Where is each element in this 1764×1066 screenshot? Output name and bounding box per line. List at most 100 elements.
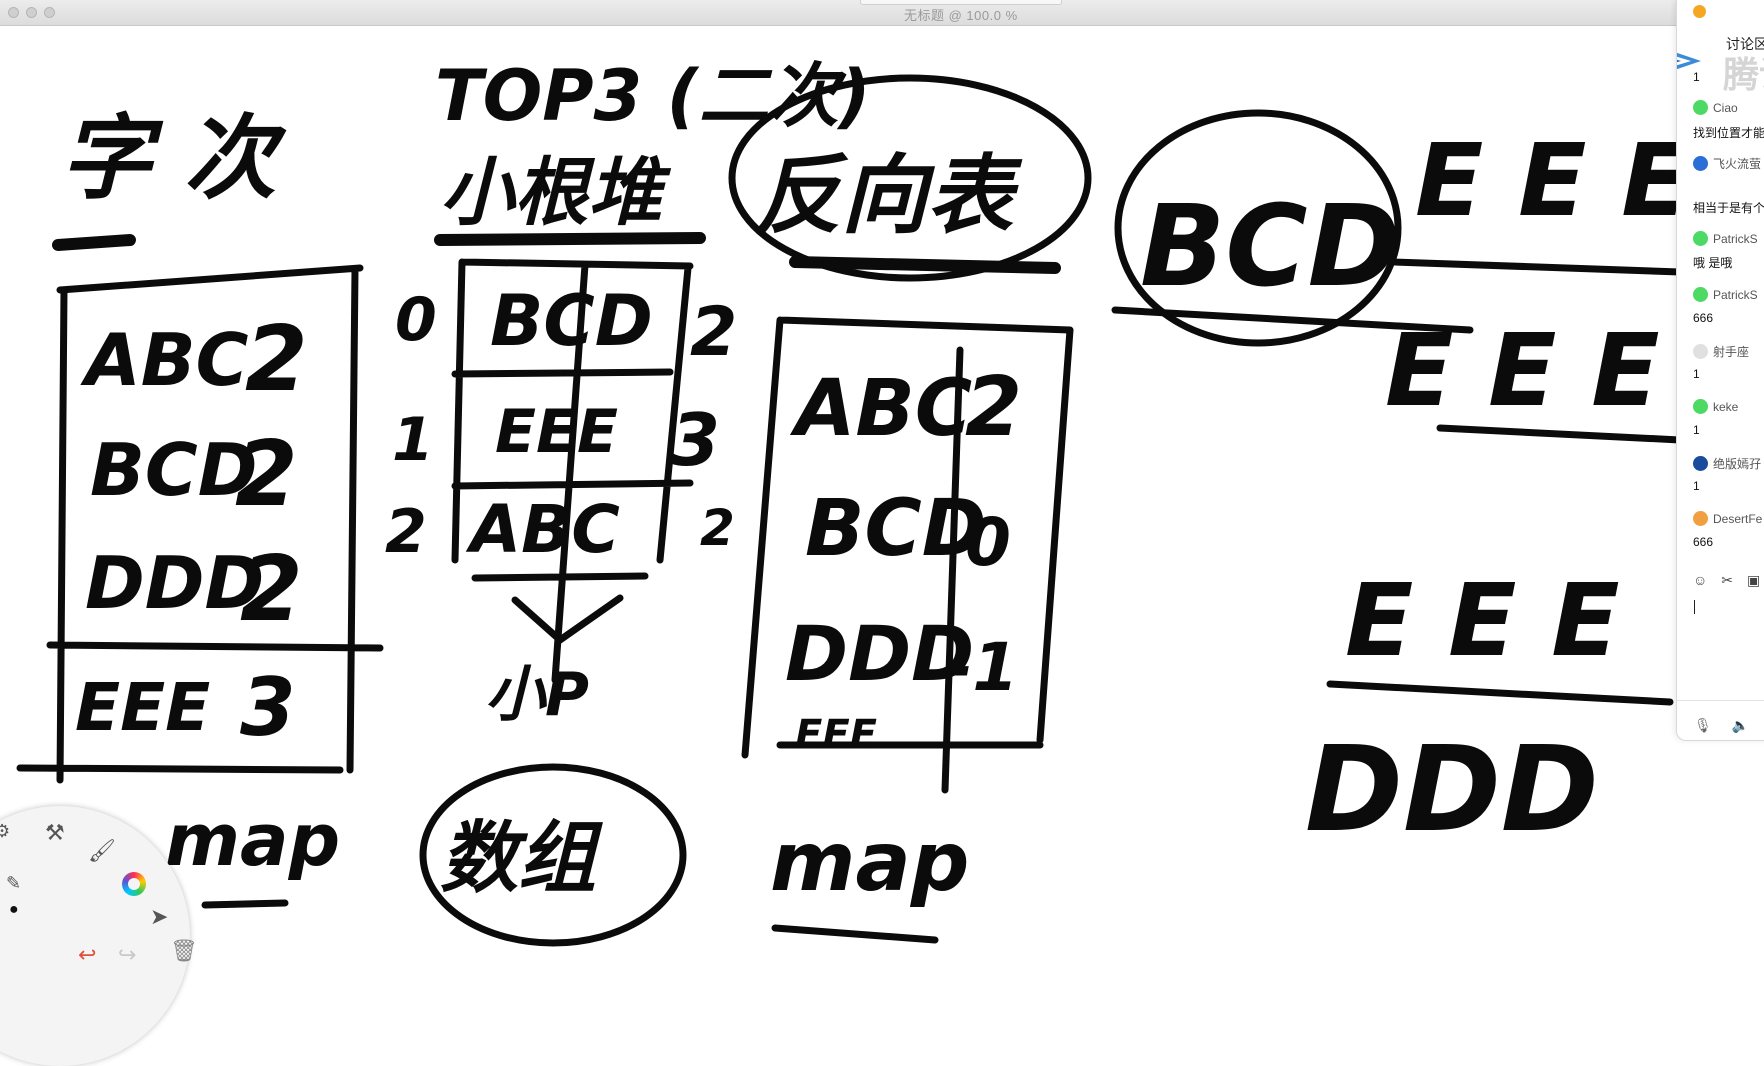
title-bar: 无标题 @ 100.0 % [0,0,1764,26]
message-input[interactable] [1694,600,1695,614]
col2-subheading-underline [434,232,706,246]
col2-arrow-label: 小P [485,660,589,730]
brush-icon[interactable]: 🖌 [88,838,116,863]
col3-row3-key: DDD [785,609,974,698]
col1-footer-underline [201,899,289,909]
col1-heading-underline [52,234,136,251]
settings-icon[interactable]: ⚙ [0,821,11,841]
right-eee-mid-line [1436,424,1680,444]
col3-row2-count: 0 [965,504,1011,581]
col2-index-0: 0 [395,285,437,355]
message-text: 666 [1693,311,1714,325]
discussion-panel: 讨论区 腾讯 1 Ciao 找到位置才能 飞火流萤 相当于是有个 Patrick… [1676,0,1764,741]
message-user: keke [1693,399,1738,414]
col3-row2-key: BCD [805,484,986,574]
col2-index-1: 1 [392,405,434,475]
whiteboard-canvas[interactable]: 字 次 ABC 2 BCD 2 DDD 2 EEE 3 map TOP3 (二次… [0,26,1764,974]
emoji-icon[interactable]: ☺ [1693,572,1708,588]
col3-heading-circle [728,74,1092,282]
col2-row1-key: BCD [490,280,653,362]
right-fraction-line [1326,680,1674,706]
tencent-classroom-logo-icon [1677,52,1701,70]
message-text: 1 [1693,479,1700,493]
right-eee-top: E E E [1415,122,1680,239]
col3-row1-key: ABC [789,364,972,454]
col2-row1-count: 2 [690,293,737,372]
window-title: 无标题 @ 100.0 % [904,8,1018,23]
panel-brand: 腾讯 [1723,54,1764,95]
message-user: 飞火流萤 [1693,155,1761,172]
message-user: Ciao [1693,100,1738,115]
message-user: 绝版嫣孖 [1693,455,1761,472]
zoom-window-button[interactable] [44,7,55,18]
right-ddd: DDD [1305,720,1599,858]
col2-row2-key: EEE [495,397,618,467]
col1-row4-key: EEE [75,669,210,746]
col3-heading: 反向表 [755,146,1023,246]
col1-row3-key: DDD [85,541,264,625]
col2-heading: TOP3 (二次) [435,55,871,137]
divider [1677,700,1764,701]
avatar [1693,156,1708,171]
pen-icon[interactable]: ✎ [6,873,22,893]
message-user: PatrickS [1693,231,1758,246]
scissors-icon[interactable]: ✂ [1721,572,1734,588]
first-message-text: 1 [1693,70,1700,84]
col3-row3-count: -1 [945,629,1018,706]
avatar [1693,456,1708,471]
redo-icon[interactable]: ↪ [118,942,137,967]
message-user: 射手座 [1693,343,1749,360]
whiteboard-drawing: 字 次 ABC 2 BCD 2 DDD 2 EEE 3 map TOP3 (二次… [16,55,1680,947]
message-text: 相当于是有个 [1693,201,1764,215]
col1-box [16,264,384,784]
right-circled-text: BCD [1140,182,1401,312]
col2-row3-key: ABC [465,491,620,568]
col2-index-2: 2 [385,497,427,567]
speaker-icon[interactable]: 🔈 [1731,717,1750,733]
trash-icon[interactable]: 🗑 [170,938,198,963]
select-arrow-icon[interactable]: ➤ [150,904,169,929]
col1-row1-count: 2 [245,307,308,412]
col2-subheading: 小根堆 [440,150,672,236]
undo-icon[interactable]: ↩ [78,942,97,967]
hammer-icon[interactable]: ⚒ [45,820,65,845]
col2-box [451,258,694,684]
color-wheel-icon[interactable] [122,872,146,896]
input-toolbar: ☺ ✂ ▣ [1693,572,1764,589]
message-text: 哦 是哦 [1693,256,1733,270]
message-text: 1 [1693,367,1700,381]
image-icon[interactable]: ▣ [1747,572,1761,588]
title-tab [860,0,1062,5]
right-eee-mid: E E E [1385,312,1660,429]
audio-controls: 🎙🔈 [1694,717,1764,734]
message-text: 666 [1693,535,1714,549]
col1-row2-count: 2 [235,422,298,527]
panel-title: 讨论区 [1726,36,1764,52]
right-eee-top-line [1391,258,1680,276]
col2-row2-count: 3 [670,398,720,482]
right-eee-bottom: E E E [1345,562,1620,679]
col2-row3-count: 2 [700,499,735,557]
col3-footer: map [770,815,969,910]
avatar [1693,399,1708,414]
microphone-icon[interactable]: 🎙 [1694,717,1712,733]
message-text: 找到位置才能 [1693,126,1764,140]
message-text: 1 [1693,423,1700,437]
minimize-window-button[interactable] [26,7,37,18]
col3-footer-underline [771,924,939,944]
right-bcd-underline [1111,306,1474,334]
message-user: PatrickS [1693,287,1758,302]
col1-footer: map [165,798,340,882]
avatar [1693,344,1708,359]
col1-heading: 字 次 [60,105,287,212]
dot-icon[interactable]: ● [9,901,19,918]
col1-row4-count: 3 [240,661,296,754]
col3-heading-underline [789,256,1061,274]
message-user: DesertFe [1693,511,1762,526]
avatar [1693,100,1708,115]
col3-box [741,316,1074,794]
window-dot-icon[interactable] [1693,5,1706,18]
close-window-button[interactable] [8,7,19,18]
col3-row1-count: 2 [965,360,1022,455]
